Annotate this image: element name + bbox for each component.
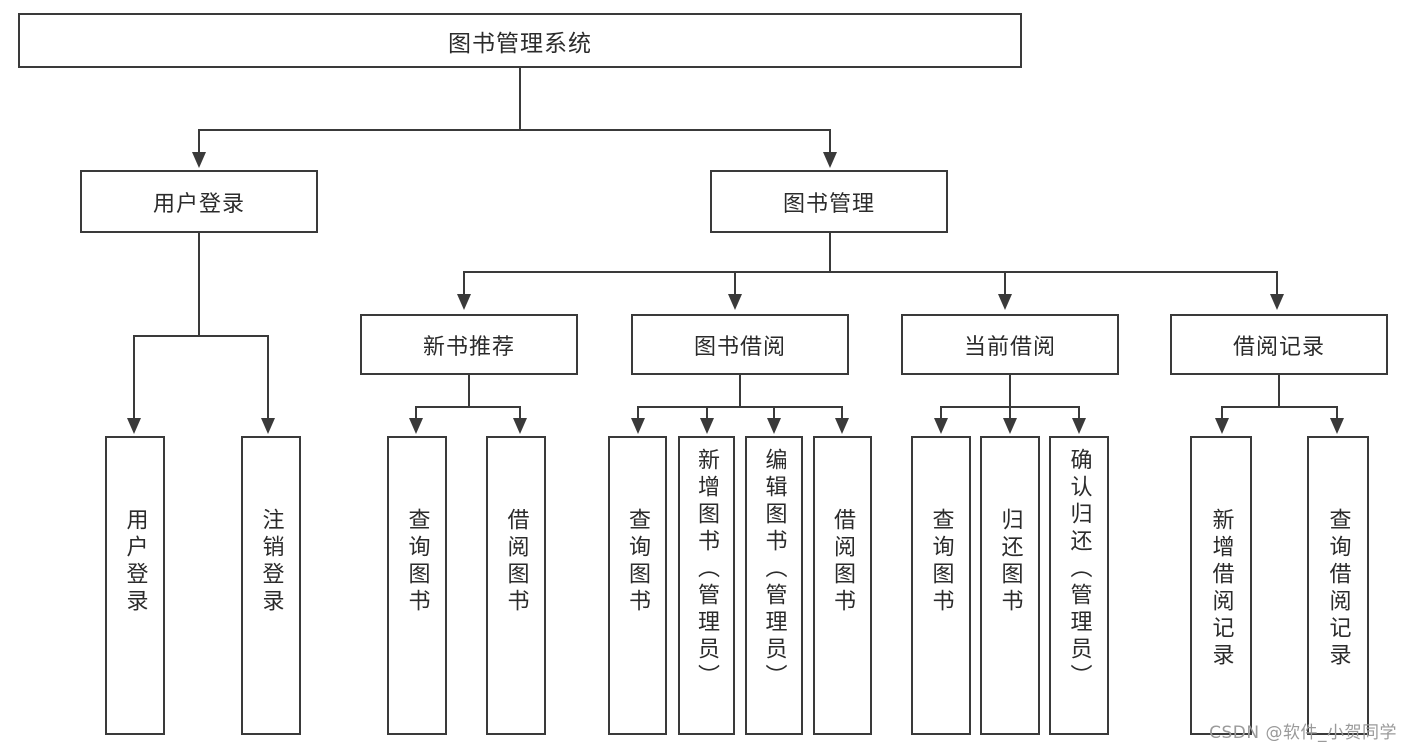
arrowhead-leaf-borrow-book-a (513, 418, 527, 434)
node-label: 图书管理系统 (448, 30, 592, 57)
node-root-book-management-system[interactable]: 图书管理系统 (18, 13, 1022, 68)
arrowhead-leaf-confirm-return (1072, 418, 1086, 434)
connector-current-borrow-leaf-1 (940, 406, 942, 420)
connector-user-login-stem (198, 233, 200, 337)
connector-current-borrow-leaf-3 (1078, 406, 1080, 420)
arrowhead-leaf-user-login (127, 418, 141, 434)
connector-new-book-leaf-2 (519, 406, 521, 420)
connector-root-to-user-login (198, 129, 200, 154)
arrowhead-book-management (823, 152, 837, 168)
node-current-borrow[interactable]: 当前借阅 (901, 314, 1119, 375)
leaf-borrow-book[interactable]: 借阅图书 (813, 436, 872, 735)
leaf-user-login[interactable]: 用户登录 (105, 436, 165, 735)
leaf-label: 新增图书（管理员） (694, 448, 720, 691)
leaf-query-borrow-record[interactable]: 查询借阅记录 (1307, 436, 1369, 735)
arrowhead-leaf-add-record (1215, 418, 1229, 434)
arrowhead-leaf-return-book (1003, 418, 1017, 434)
node-book-borrow[interactable]: 图书借阅 (631, 314, 849, 375)
connector-book-management-stem (829, 233, 831, 273)
arrowhead-leaf-borrow-book-b (835, 418, 849, 434)
leaf-confirm-return[interactable]: 确认归还（管理员） (1049, 436, 1109, 735)
connector-user-login-leaf-1 (133, 335, 135, 420)
leaf-label: 用户登录 (122, 508, 148, 616)
leaf-edit-book[interactable]: 编辑图书（管理员） (745, 436, 803, 735)
leaf-borrow-book-recommend[interactable]: 借阅图书 (486, 436, 546, 735)
arrowhead-leaf-edit-book (767, 418, 781, 434)
arrowhead-leaf-query-book-a (409, 418, 423, 434)
connector-book-borrow-leaf-2 (706, 406, 708, 420)
connector-book-borrow-bus (637, 406, 843, 408)
connector-to-new-book (463, 271, 465, 296)
connector-current-borrow-leaf-2 (1009, 406, 1011, 420)
arrowhead-borrow-record (1270, 294, 1284, 310)
arrowhead-leaf-logout (261, 418, 275, 434)
node-user-login[interactable]: 用户登录 (80, 170, 318, 233)
node-label: 图书借阅 (693, 334, 786, 360)
arrowhead-user-login (192, 152, 206, 168)
leaf-label: 借阅图书 (503, 508, 529, 616)
connector-borrow-record-stem (1278, 375, 1280, 408)
arrowhead-new-book-recommend (457, 294, 471, 310)
leaf-label: 查询借阅记录 (1325, 508, 1351, 670)
leaf-return-book[interactable]: 归还图书 (980, 436, 1040, 735)
connector-root-stem (519, 68, 521, 130)
leaf-label: 借阅图书 (830, 508, 856, 616)
leaf-label: 归还图书 (997, 508, 1023, 616)
connector-user-login-bus (133, 335, 268, 337)
leaf-label: 编辑图书（管理员） (761, 448, 787, 691)
node-book-management[interactable]: 图书管理 (710, 170, 948, 233)
connector-new-book-bus (415, 406, 521, 408)
leaf-query-book-recommend[interactable]: 查询图书 (387, 436, 447, 735)
leaf-add-borrow-record[interactable]: 新增借阅记录 (1190, 436, 1252, 735)
connector-book-borrow-leaf-1 (637, 406, 639, 420)
arrowhead-current-borrow (998, 294, 1012, 310)
node-label: 当前借阅 (963, 334, 1056, 360)
arrowhead-leaf-query-record (1330, 418, 1344, 434)
arrowhead-leaf-query-book-b (631, 418, 645, 434)
connector-to-borrow-record (1276, 271, 1278, 296)
node-label: 用户登录 (152, 191, 245, 217)
leaf-label: 查询图书 (625, 508, 651, 616)
connector-new-book-stem (468, 375, 470, 408)
connector-root-to-book-management (829, 129, 831, 154)
arrowhead-leaf-query-book-c (934, 418, 948, 434)
connector-to-book-borrow (734, 271, 736, 296)
connector-book-borrow-leaf-3 (773, 406, 775, 420)
leaf-query-book-borrow[interactable]: 查询图书 (608, 436, 667, 735)
connector-book-borrow-stem (739, 375, 741, 408)
connector-borrow-record-bus (1221, 406, 1338, 408)
connector-book-borrow-leaf-4 (841, 406, 843, 420)
leaf-query-book-current[interactable]: 查询图书 (911, 436, 971, 735)
leaf-label: 注销登录 (258, 508, 284, 616)
connector-current-borrow-stem (1009, 375, 1011, 408)
leaf-label: 新增借阅记录 (1208, 508, 1234, 670)
leaf-label: 确认归还（管理员） (1066, 448, 1092, 691)
arrowhead-book-borrow (728, 294, 742, 310)
node-label: 新书推荐 (422, 334, 515, 360)
arrowhead-leaf-add-book (700, 418, 714, 434)
leaf-add-book[interactable]: 新增图书（管理员） (678, 436, 735, 735)
node-label: 借阅记录 (1232, 334, 1325, 360)
leaf-label: 查询图书 (404, 508, 430, 616)
leaf-logout[interactable]: 注销登录 (241, 436, 301, 735)
connector-to-current-borrow (1004, 271, 1006, 296)
connector-borrow-record-leaf-1 (1221, 406, 1223, 420)
node-label: 图书管理 (782, 191, 875, 217)
connector-root-bus (198, 129, 831, 131)
leaf-label: 查询图书 (928, 508, 954, 616)
connector-user-login-leaf-2 (267, 335, 269, 420)
node-new-book-recommend[interactable]: 新书推荐 (360, 314, 578, 375)
connector-borrow-record-leaf-2 (1336, 406, 1338, 420)
connector-book-management-bus (463, 271, 1278, 273)
node-borrow-record[interactable]: 借阅记录 (1170, 314, 1388, 375)
connector-new-book-leaf-1 (415, 406, 417, 420)
